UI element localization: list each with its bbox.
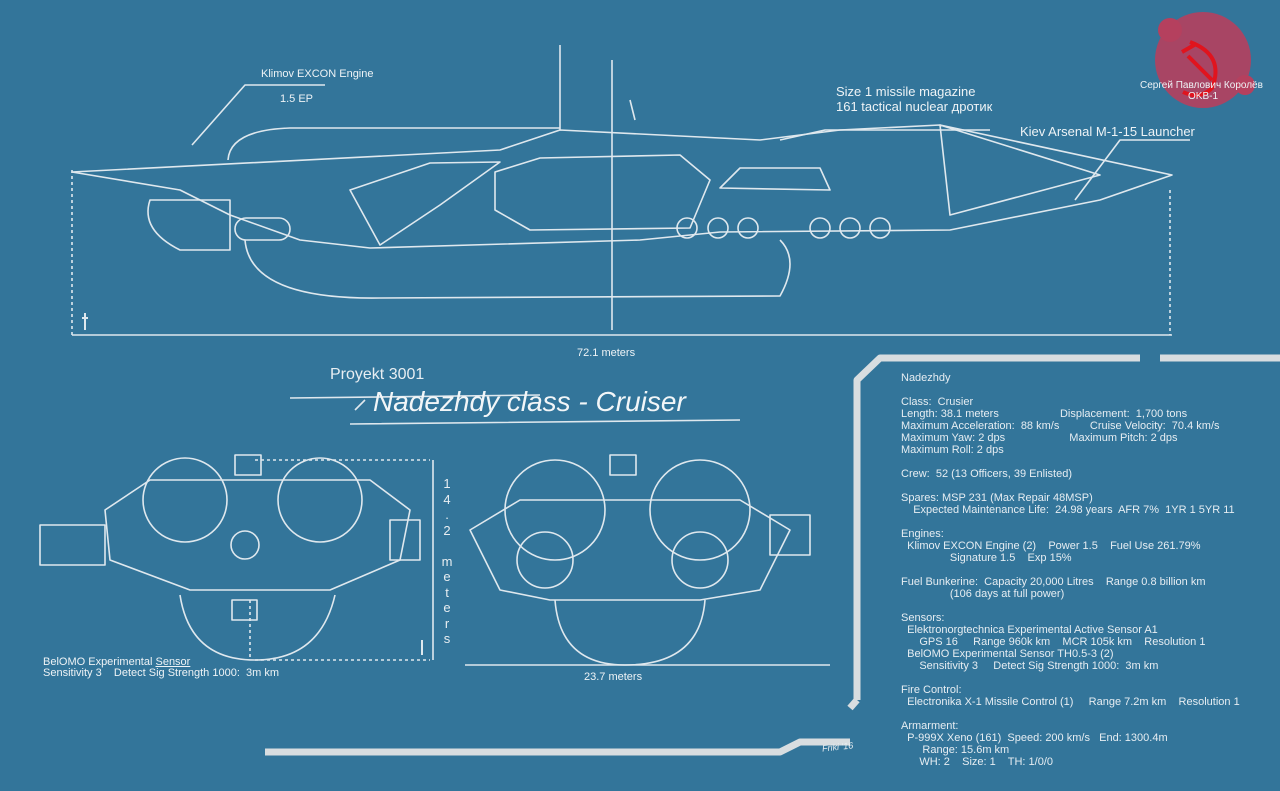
spec-line: Expected Maintenance Life: 24.98 years A…: [901, 504, 1235, 516]
spec-line: Maximum Yaw: 2 dps Maximum Pitch: 2 dps: [901, 432, 1178, 444]
spec-line: [901, 456, 1240, 468]
logo-name: Сергей Павлович Королёв: [1140, 80, 1263, 91]
logo-org: OKB-1: [1188, 91, 1219, 102]
spec-line: Maximum Roll: 2 dps: [901, 444, 1004, 456]
height-char: 4: [443, 491, 451, 507]
launcher-callout: Kiev Arsenal M-1-15 Launcher: [1020, 124, 1195, 139]
spec-line: Electronika X-1 Missile Control (1) Rang…: [901, 696, 1240, 708]
spec-line: Nadezhdy: [901, 372, 951, 384]
magazine-detail: 161 tactical nuclear дротик: [836, 99, 993, 114]
spec-line: GPS 16 Range 960k km MCR 105k km Resolut…: [901, 636, 1206, 648]
sensor-callout: BelOMO Experimental Sensor: [43, 656, 191, 668]
height-char: r: [444, 615, 450, 631]
height-char: 1: [443, 476, 451, 491]
rear-view-ship: [39, 454, 434, 661]
spec-line: Elektronorgtechnica Experimental Active …: [901, 624, 1158, 636]
spec-line: [901, 480, 1240, 492]
spec-line: Class: Crusier: [901, 396, 974, 408]
spec-line: [901, 672, 1240, 684]
page-title: Nadezhdy class - Cruiser: [373, 386, 686, 417]
spec-line: Sensors:: [901, 612, 945, 624]
spec-line: Spares: MSP 231 (Max Repair 48MSP): [901, 492, 1093, 504]
spec-line: Crew: 52 (13 Officers, 39 Enlisted): [901, 468, 1072, 480]
spec-line: WH: 2 Size: 1 TH: 1/0/0: [901, 756, 1054, 768]
missile-tubes: [676, 217, 891, 239]
spec-panel-frame: [265, 354, 1280, 756]
title-underline: [289, 394, 741, 425]
spec-line: Sensitivity 3 Detect Sig Strength 1000: …: [901, 660, 1159, 672]
okb-stamp: [1155, 12, 1255, 108]
spec-line: P-999X Xeno (161) Speed: 200 km/s End: 1…: [901, 732, 1168, 744]
height-char: e: [443, 600, 451, 615]
height-char: .: [445, 507, 449, 522]
width-dimension: 23.7 meters: [584, 671, 643, 683]
spec-line: Fire Control:: [901, 684, 962, 696]
spec-line: [901, 600, 1240, 612]
magazine-callout: Size 1 missile magazine: [836, 84, 976, 99]
spec-line: [901, 708, 1240, 720]
spec-line: [901, 384, 1240, 396]
front-view-ship: [465, 454, 830, 666]
project-label: Proyekt 3001: [330, 366, 425, 383]
engine-ep: 1.5 EP: [280, 93, 314, 105]
length-dimension: 72.1 meters: [577, 347, 636, 359]
spec-line: Fuel Bunkerine: Capacity 20,000 Litres R…: [901, 576, 1206, 588]
spec-line: [901, 516, 1240, 528]
height-char: m: [441, 553, 453, 569]
spec-line: Signature 1.5 Exp 15%: [901, 552, 1072, 564]
spec-line: [901, 564, 1240, 576]
spec-line: Klimov EXCON Engine (2) Power 1.5 Fuel U…: [901, 540, 1201, 552]
sensor-detail: Sensitivity 3 Detect Sig Strength 1000: …: [43, 667, 279, 679]
spec-line: Length: 38.1 meters Displacement: 1,700 …: [901, 408, 1188, 420]
spec-line: Armarment:: [901, 720, 959, 732]
engine-callout: Klimov EXCON Engine: [261, 68, 374, 80]
spec-line: Engines:: [901, 528, 944, 540]
spec-line: BelOMO Experimental Sensor TH0.5-3 (2): [901, 648, 1114, 660]
side-view-ship: [71, 45, 1190, 336]
height-char: [440, 538, 454, 554]
hammer-sickle-icon: [1181, 40, 1218, 98]
height-char: t: [445, 584, 449, 600]
spec-line: Maximum Acceleration: 88 km/s Cruise Vel…: [901, 420, 1220, 432]
spec-line: Range: 15.6m km: [901, 744, 1010, 756]
height-char: 2: [443, 522, 451, 538]
spec-line: (106 days at full power): [901, 588, 1065, 600]
height-char: s: [443, 631, 451, 646]
height-char: e: [443, 569, 451, 584]
